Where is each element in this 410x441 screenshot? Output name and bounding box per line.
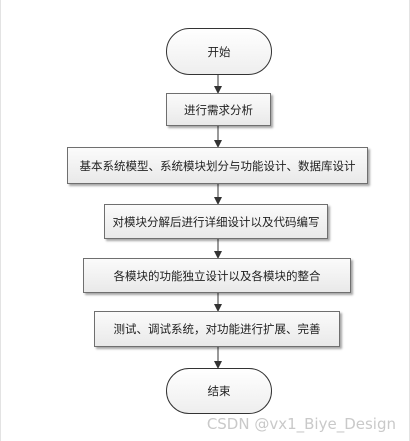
start-label: 开始 (207, 44, 231, 59)
end-node: 结束 (166, 368, 272, 414)
step-requirements-analysis: 进行需求分析 (166, 93, 271, 126)
step-label: 测试、调试系统，对功能进行扩展、完善 (113, 322, 321, 336)
step-label: 进行需求分析 (184, 102, 253, 117)
end-label: 结束 (207, 384, 231, 398)
step-detailed-design-coding: 对模块分解后进行详细设计以及代码编写 (104, 204, 328, 239)
step-label: 各模块的功能独立设计以及各模块的整合 (113, 268, 321, 283)
start-node: 开始 (166, 28, 272, 75)
step-label: 基本系统模型、系统模块划分与功能设计、数据库设计 (79, 158, 356, 173)
step-system-model-design: 基本系统模型、系统模块划分与功能设计、数据库设计 (67, 147, 368, 184)
step-testing-improvement: 测试、调试系统，对功能进行扩展、完善 (94, 311, 340, 347)
watermark-text: CSDN @vx1_Biye_Design (206, 415, 396, 433)
step-module-integration: 各模块的功能独立设计以及各模块的整合 (83, 258, 351, 293)
step-label: 对模块分解后进行详细设计以及代码编写 (112, 214, 320, 229)
